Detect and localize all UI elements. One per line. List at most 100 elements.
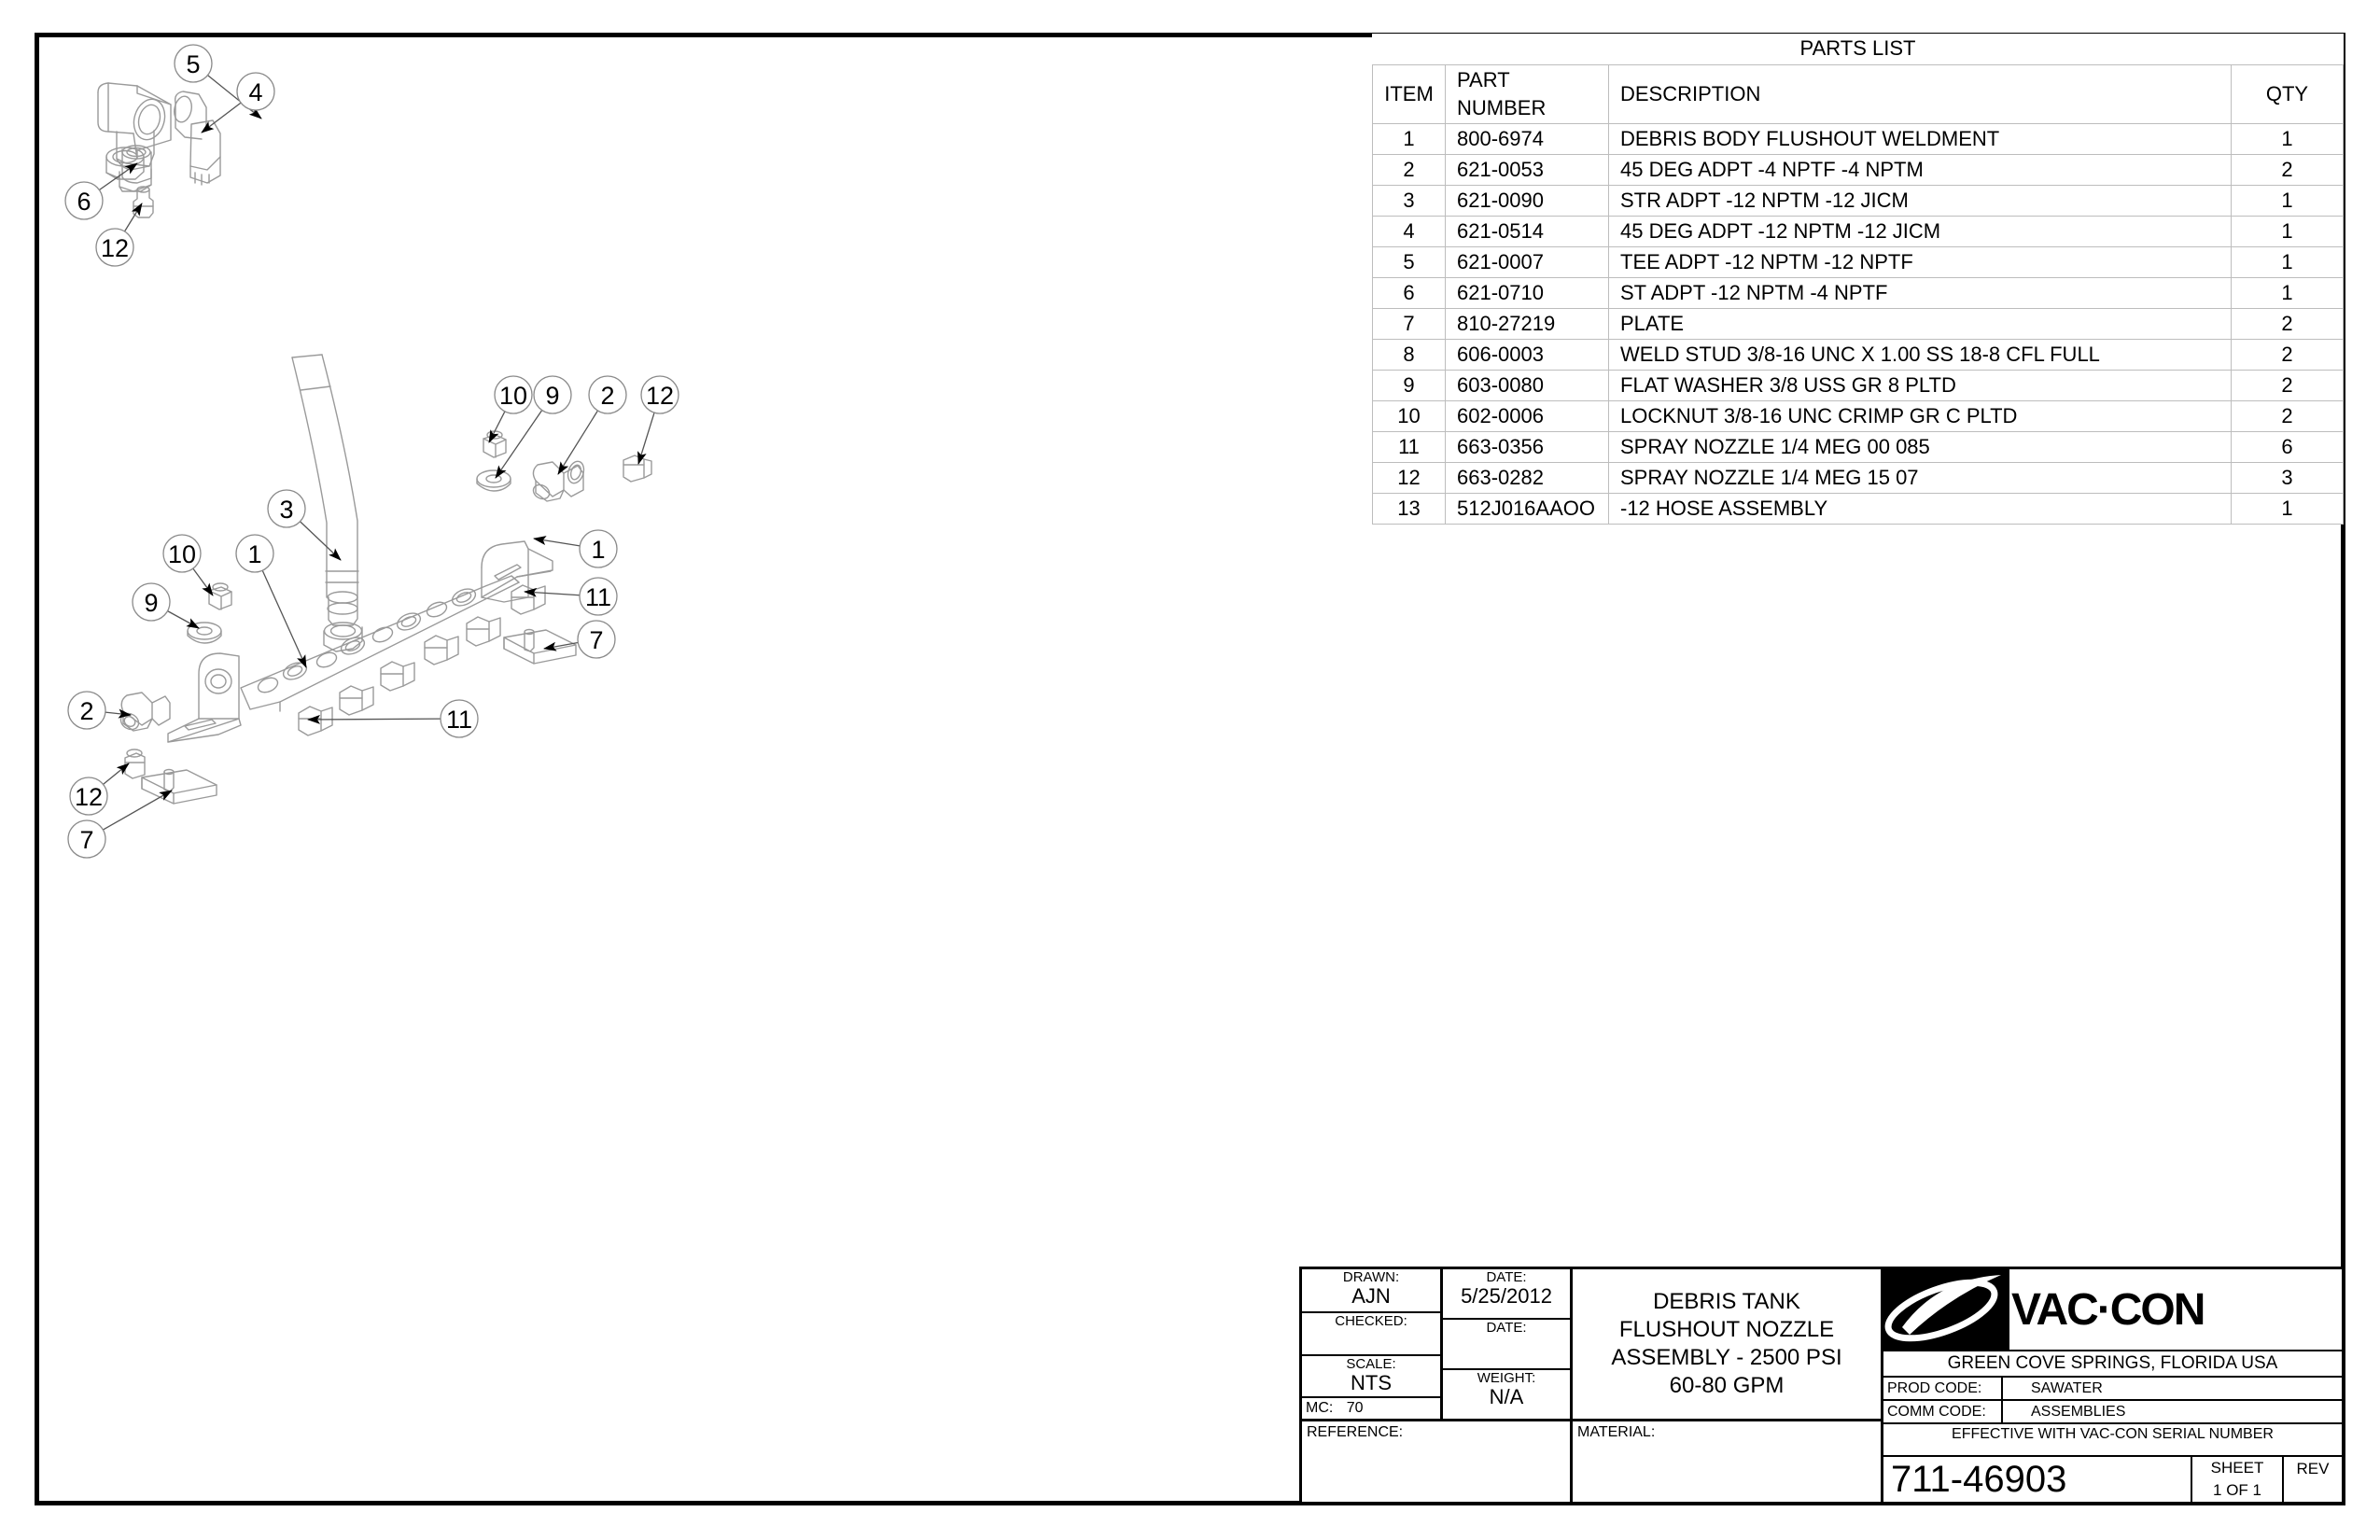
company-name: VAC·CON <box>2011 1284 2205 1335</box>
item-cell: 13 <box>1372 492 1446 525</box>
description-line-1: DEBRIS TANK <box>1653 1289 1800 1314</box>
part-number-cell: 621-0053 <box>1445 153 1609 186</box>
checked-cell: CHECKED: <box>1302 1313 1440 1357</box>
description-cell: 45 DEG ADPT -12 NPTM -12 JICM <box>1608 215 2232 247</box>
parts-list-header-row: ITEM PART NUMBER DESCRIPTION QTY <box>1372 63 2344 124</box>
item-cell: 10 <box>1372 399 1446 432</box>
checked-date-label: DATE: <box>1486 1320 1527 1336</box>
company-logo: VAC·CON <box>1883 1269 2342 1351</box>
scale-label: SCALE: <box>1346 1356 1396 1373</box>
reference-cell: REFERENCE: <box>1302 1421 1570 1502</box>
column-header-item: ITEM <box>1372 63 1446 124</box>
mc-value: 70 <box>1346 1400 1364 1417</box>
description-line-2: FLUSHOUT NOZZLE <box>1618 1317 1835 1342</box>
rev-label: REV <box>2296 1460 2330 1477</box>
drawing-number: 711-46903 <box>1891 1458 2067 1500</box>
drawn-date-cell: DATE: 5/25/2012 <box>1443 1269 1570 1320</box>
weight-label: WEIGHT: <box>1477 1370 1536 1386</box>
description-cell: WELD STUD 3/8-16 UNC X 1.00 SS 18-8 CFL … <box>1608 338 2232 371</box>
item-cell: 12 <box>1372 461 1446 494</box>
title-block-company-group: VAC·CON GREEN COVE SPRINGS, FLORIDA USA … <box>1883 1269 2342 1502</box>
qty-cell: 2 <box>2231 369 2344 401</box>
qty-cell: 1 <box>2231 276 2344 309</box>
item-cell: 1 <box>1372 122 1446 155</box>
title-block-left-group: DRAWN: AJN CHECKED: SCALE: NTS MC: 70 <box>1302 1269 1573 1502</box>
part-number-cell: 606-0003 <box>1445 338 1609 371</box>
scale-value: NTS <box>1351 1371 1392 1395</box>
prod-code-label: PROD CODE: <box>1883 1378 2003 1399</box>
qty-cell: 2 <box>2231 399 2344 432</box>
part-number-cell: 621-0007 <box>1445 245 1609 278</box>
part-number-cell: 621-0090 <box>1445 184 1609 217</box>
drawing-number-row: 711-46903 SHEET 1 OF 1 REV <box>1883 1457 2342 1502</box>
description-cell: LOCKNUT 3/8-16 UNC CRIMP GR C PLTD <box>1608 399 2232 432</box>
column-header-qty: QTY <box>2231 63 2344 124</box>
weight-value: N/A <box>1489 1385 1524 1408</box>
qty-cell: 1 <box>2231 245 2344 278</box>
prod-code-row: PROD CODE: SAWATER <box>1883 1378 2342 1401</box>
company-city: GREEN COVE SPRINGS, FLORIDA USA <box>1883 1351 2342 1378</box>
rev-cell: REV <box>2282 1457 2342 1502</box>
sheet-value: 1 OF 1 <box>2213 1481 2261 1499</box>
material-cell: MATERIAL: <box>1573 1421 1881 1502</box>
description-line-4: 60-80 GPM <box>1669 1373 1785 1398</box>
description-cell: TEE ADPT -12 NPTM -12 NPTF <box>1608 245 2232 278</box>
effective-serial-label: EFFECTIVE WITH VAC-CON SERIAL NUMBER <box>1952 1426 2274 1442</box>
part-number-cell: 621-0514 <box>1445 215 1609 247</box>
effective-serial-cell: EFFECTIVE WITH VAC-CON SERIAL NUMBER <box>1883 1424 2342 1457</box>
part-number-cell: 800-6974 <box>1445 122 1609 155</box>
comm-code-row: COMM CODE: ASSEMBLIES <box>1883 1401 2342 1424</box>
item-cell: 5 <box>1372 245 1446 278</box>
part-number-cell: 663-0356 <box>1445 430 1609 463</box>
description-cell: ST ADPT -12 NPTM -4 NPTF <box>1608 276 2232 309</box>
part-number-cell: 512J016AAOO <box>1445 492 1609 525</box>
description-cell: -12 HOSE ASSEMBLY <box>1608 492 2232 525</box>
mc-label: MC: <box>1306 1400 1334 1417</box>
description-cell: FLAT WASHER 3/8 USS GR 8 PLTD <box>1608 369 2232 401</box>
description-cell: DEBRIS BODY FLUSHOUT WELDMENT <box>1608 122 2232 155</box>
description-cell: 45 DEG ADPT -4 NPTF -4 NPTM <box>1608 153 2232 186</box>
drawing-description: DEBRIS TANK FLUSHOUT NOZZLE ASSEMBLY - 2… <box>1573 1269 1881 1421</box>
part-number-cell: 602-0006 <box>1445 399 1609 432</box>
item-cell: 8 <box>1372 338 1446 371</box>
item-cell: 3 <box>1372 184 1446 217</box>
part-number-cell: 603-0080 <box>1445 369 1609 401</box>
column-header-description: DESCRIPTION <box>1608 63 2232 124</box>
scale-cell: SCALE: NTS <box>1302 1356 1440 1399</box>
description-cell: SPRAY NOZZLE 1/4 MEG 00 085 <box>1608 430 2232 463</box>
drawn-label: DRAWN: <box>1342 1269 1400 1285</box>
comm-code-value: ASSEMBLIES <box>2031 1404 2126 1420</box>
qty-cell: 1 <box>2231 184 2344 217</box>
description-cell: STR ADPT -12 NPTM -12 JICM <box>1608 184 2232 217</box>
qty-cell: 6 <box>2231 430 2344 463</box>
item-cell: 2 <box>1372 153 1446 186</box>
reference-label: REFERENCE: <box>1307 1424 1404 1440</box>
part-number-cell: 621-0710 <box>1445 276 1609 309</box>
description-line-3: ASSEMBLY - 2500 PSI <box>1611 1345 1842 1370</box>
parts-list-table: PARTS LIST ITEM PART NUMBER DESCRIPTION … <box>1372 34 2344 525</box>
vac-con-swoosh-icon <box>1883 1269 2009 1350</box>
material-label: MATERIAL: <box>1577 1424 1656 1440</box>
qty-cell: 1 <box>2231 492 2344 525</box>
weight-cell: WEIGHT: N/A <box>1443 1370 1570 1419</box>
drawn-cell: DRAWN: AJN <box>1302 1269 1440 1313</box>
item-cell: 7 <box>1372 307 1446 340</box>
qty-cell: 1 <box>2231 215 2344 247</box>
sheet-label: SHEET <box>2210 1459 2264 1477</box>
drawn-date-label: DATE: <box>1486 1269 1527 1285</box>
checked-label: CHECKED: <box>1335 1312 1407 1329</box>
qty-cell: 2 <box>2231 338 2344 371</box>
drawn-date-value: 5/25/2012 <box>1461 1284 1552 1308</box>
